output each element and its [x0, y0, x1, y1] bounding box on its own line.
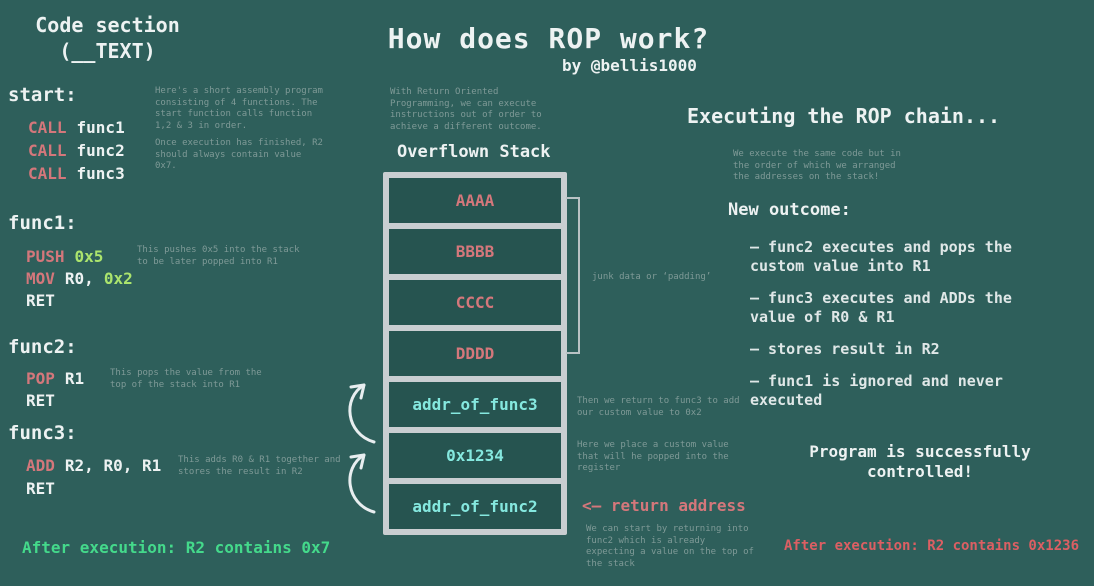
code-section-title-line1: Code section — [35, 13, 180, 37]
stack-cell: AAAA — [389, 178, 561, 223]
note-push: This pushes 0x5 into the stack to be lat… — [137, 245, 300, 267]
start-label: start: — [8, 84, 77, 106]
instruction-mov: MOV R0, 0x2 — [26, 269, 133, 288]
instruction-ret2: RET — [26, 391, 55, 410]
func3-label: func3: — [8, 422, 77, 444]
note-pop: This pops the value from the top of the … — [110, 368, 262, 390]
opcode: CALL — [28, 118, 67, 137]
instruction-call-func2: CALL func2 — [28, 141, 125, 160]
outcome-bullet: – func2 executes and pops the custom val… — [750, 238, 1012, 275]
return-address-label: <— return address — [582, 496, 746, 515]
opcode: MOV — [26, 269, 55, 288]
opcode: POP — [26, 369, 55, 388]
instruction-push: PUSH 0x5 — [26, 247, 103, 266]
instruction-ret1: RET — [26, 291, 55, 310]
stack-cell: CCCC — [389, 280, 561, 325]
note-program-intro: Here's a short assembly program consisti… — [155, 86, 323, 131]
opcode: CALL — [28, 164, 67, 183]
note-return-func3: Then we return to func3 to add our custo… — [577, 396, 740, 418]
instruction-call-func1: CALL func1 — [28, 118, 125, 137]
new-outcome-label: New outcome: — [728, 200, 851, 220]
stack-cell: 0x1234 — [389, 433, 561, 478]
junk-data-bracket — [566, 197, 580, 354]
instruction-ret3: RET — [26, 479, 55, 498]
stack-cell: addr_of_func2 — [389, 484, 561, 529]
outcome-bullet: – func1 is ignored and never executed — [750, 372, 1003, 409]
func1-label: func1: — [8, 212, 77, 234]
note-rop-intro: With Return Oriented Programming, we can… — [390, 87, 542, 132]
register: R1 — [64, 369, 85, 388]
operand: func2 — [76, 141, 125, 160]
registers: R2, R0, R1 — [64, 456, 162, 475]
code-section-title: Code section (__TEXT) — [0, 12, 215, 64]
curved-arrow-icon — [334, 450, 382, 514]
stack-cell: addr_of_func3 — [389, 382, 561, 427]
note-expected-result: Once execution has finished, R2 should a… — [155, 138, 323, 171]
outcome-bullet: – stores result in R2 — [750, 340, 940, 358]
curved-arrow-icon — [334, 380, 382, 444]
outcome-bullet: – func3 executes and ADDs the value of R… — [750, 289, 1012, 326]
immediate-value: 0x5 — [74, 247, 104, 266]
operand: func3 — [76, 164, 125, 183]
instruction-pop: POP R1 — [26, 369, 84, 388]
code-section-title-line2: (__TEXT) — [59, 39, 156, 63]
rop-chain-title: Executing the ROP chain... — [687, 104, 1001, 128]
opcode: ADD — [26, 456, 55, 475]
note-add: This adds R0 & R1 together and stores th… — [178, 455, 341, 477]
opcode: PUSH — [26, 247, 65, 266]
func2-label: func2: — [8, 336, 77, 358]
overflown-stack: AAAA BBBB CCCC DDDD addr_of_func3 0x1234… — [383, 172, 567, 535]
register: R0, — [64, 269, 94, 288]
opcode: RET — [26, 479, 55, 498]
outcome-bullet-list: – func2 executes and pops the custom val… — [750, 238, 1022, 410]
note-return-into-func2: We can start by returning into func2 whi… — [586, 524, 754, 569]
immediate-value: 0x2 — [103, 269, 133, 288]
operand: func1 — [76, 118, 125, 137]
opcode: RET — [26, 391, 55, 410]
instruction-call-func3: CALL func3 — [28, 164, 125, 183]
stack-cell: DDDD — [389, 331, 561, 376]
instruction-add: ADD R2, R0, R1 — [26, 456, 161, 475]
success-message: Program is successfully controlled! — [809, 442, 1031, 481]
opcode: CALL — [28, 141, 67, 160]
result-rop: After execution: R2 contains 0x1236 — [784, 538, 1080, 554]
stack-cell: BBBB — [389, 229, 561, 274]
byline: by @bellis1000 — [562, 56, 697, 75]
note-junk-data: junk data or ‘padding’ — [592, 272, 712, 282]
note-custom-value: Here we place a custom value that will h… — [577, 440, 729, 473]
stack-heading: Overflown Stack — [397, 142, 551, 162]
result-original: After execution: R2 contains 0x7 — [22, 538, 331, 557]
opcode: RET — [26, 291, 55, 310]
page-title: How does ROP work? — [387, 22, 710, 55]
note-execute-order: We execute the same code but in the orde… — [733, 149, 901, 182]
